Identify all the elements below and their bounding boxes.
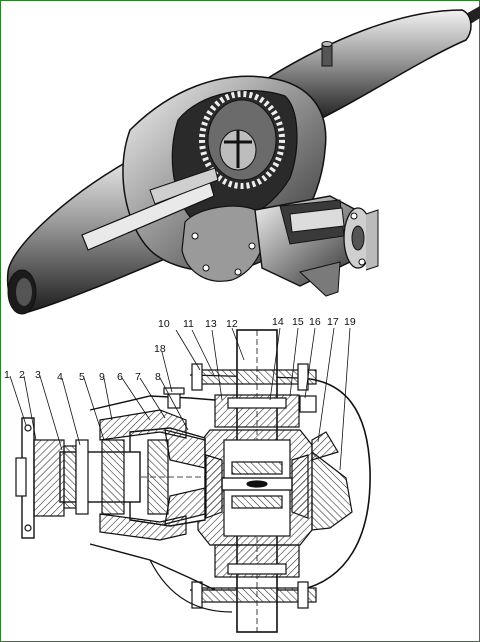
axle-section-drawing	[15, 329, 371, 633]
callout-labels: 1 2 3 4 5 9 6 7 8 18 10 11 13 12 14 15 1…	[4, 316, 356, 383]
callout-3: 3	[35, 369, 41, 381]
ring-gear-illustration	[199, 91, 285, 189]
callout-4: 4	[57, 371, 63, 383]
callout-leaders	[9, 327, 351, 471]
callout-9: 9	[99, 371, 105, 383]
callout-6: 6	[117, 371, 123, 383]
callout-12: 12	[226, 318, 238, 330]
callout-5: 5	[79, 371, 85, 383]
callout-2: 2	[19, 369, 25, 381]
callout-13: 13	[205, 318, 217, 330]
callout-16: 16	[309, 316, 321, 328]
callout-11: 11	[183, 318, 194, 330]
callout-19: 19	[344, 316, 356, 328]
callout-10: 10	[158, 318, 170, 330]
callout-14: 14	[272, 316, 284, 328]
callout-8: 8	[155, 371, 161, 383]
callout-7: 7	[135, 371, 141, 383]
callout-17: 17	[327, 316, 339, 328]
callout-15: 15	[292, 316, 304, 328]
callout-18: 18	[154, 343, 166, 355]
callout-1: 1	[4, 369, 10, 381]
axle-housing-illustration	[6, 6, 480, 315]
